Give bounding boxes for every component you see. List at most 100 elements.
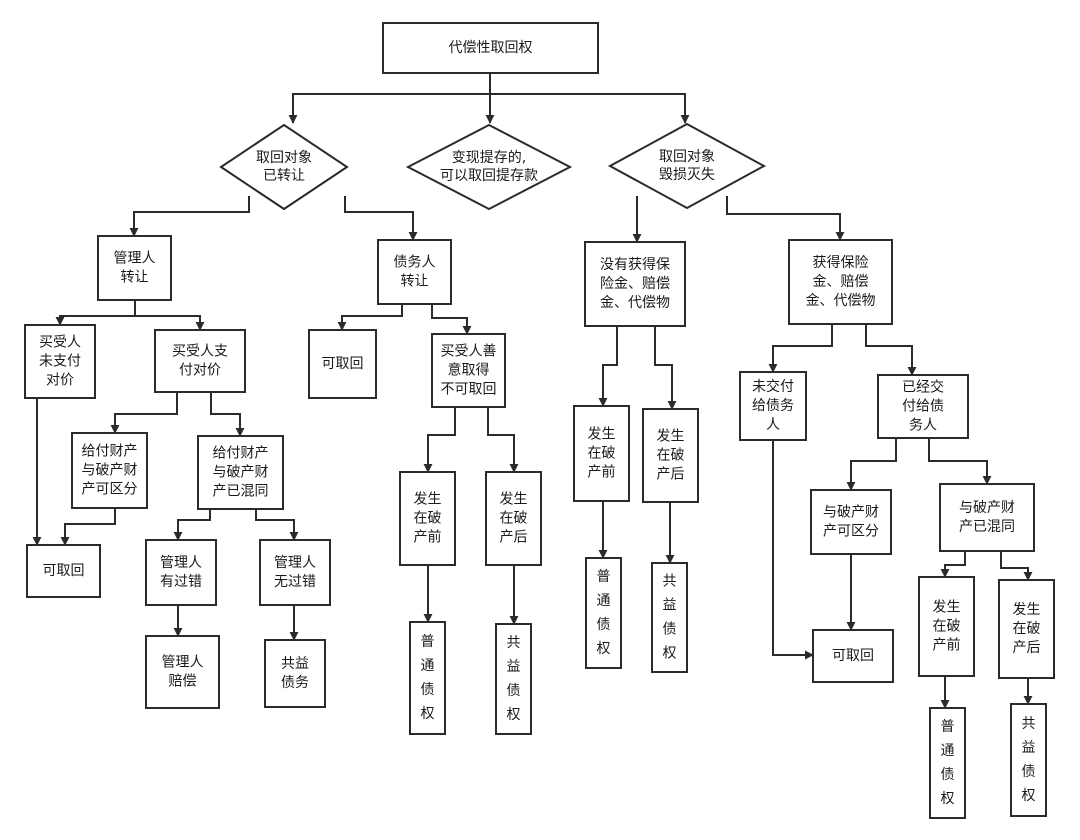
node-box <box>71 432 148 509</box>
decision-diamond <box>219 123 349 211</box>
decision-diamond <box>405 123 573 211</box>
node-label: 对价 <box>46 373 74 389</box>
node-label: 共益 <box>281 656 309 672</box>
connector-arrow-12 <box>173 509 211 541</box>
node-label: 管理人 <box>160 555 202 571</box>
node-label: 买受人支 <box>172 344 228 360</box>
node-label: 产前 <box>588 464 616 481</box>
node-label: 与破产财 <box>82 463 138 479</box>
connector-arrow-11 <box>60 508 116 546</box>
node-label: 意取得 <box>448 362 490 379</box>
node-box <box>651 562 688 673</box>
connector-arrow-18 <box>423 407 456 473</box>
node-label: 已转让 <box>263 168 305 184</box>
node-label: 产可区分 <box>82 482 138 498</box>
node-label: 产已混同 <box>959 519 1015 535</box>
connector-arrow-19 <box>487 407 519 473</box>
node-label: 权 <box>1022 788 1036 804</box>
connector-arrow-17 <box>431 304 472 335</box>
node-box <box>584 241 686 327</box>
node-label: 益 <box>1022 740 1036 756</box>
node-box <box>26 544 101 598</box>
node-label: 已经交 <box>902 379 944 396</box>
node-box <box>929 707 966 819</box>
node-label: 在破 <box>588 446 616 462</box>
node-label: 发生 <box>500 492 528 508</box>
connector-arrow-5 <box>344 196 418 241</box>
node-label: 在破 <box>657 448 685 464</box>
node-label: 代偿性取回权 <box>449 40 533 56</box>
node-label: 权 <box>663 646 677 662</box>
node-label: 金、代偿物 <box>806 293 876 309</box>
node-label: 转让 <box>121 270 149 286</box>
node-label: 权 <box>597 641 611 657</box>
node-box <box>409 621 446 735</box>
node-label: 权 <box>941 791 955 807</box>
node-box <box>877 374 969 439</box>
node-box <box>264 639 326 708</box>
node-label: 与破产财 <box>959 500 1015 516</box>
node-label: 取回对象 <box>256 150 312 166</box>
connector-arrow-28 <box>768 324 833 373</box>
node-box <box>788 239 893 325</box>
node-label: 发生 <box>588 427 616 443</box>
node-label: 产后 <box>500 530 528 546</box>
connector-arrow-31 <box>928 438 992 485</box>
connector-arrow-16 <box>337 304 403 331</box>
connector-arrow-34 <box>940 551 966 578</box>
node-box <box>812 629 894 683</box>
connector-arrow-3 <box>490 93 690 124</box>
node-label: 可取回 <box>322 356 364 372</box>
node-box <box>573 405 630 502</box>
node-label: 险金、赔偿 <box>600 276 670 292</box>
node-label: 金、代偿物 <box>600 295 670 311</box>
node-label: 共 <box>1022 716 1036 732</box>
node-n_kqh1: 可取回 <box>26 544 101 598</box>
node-label: 发生 <box>657 429 685 445</box>
node-label: 付对价 <box>179 363 221 379</box>
decision-d2: 变现提存的,可以取回提存款 <box>405 123 573 211</box>
connector-arrow-6 <box>55 300 136 326</box>
node-label: 与破产财 <box>213 465 269 481</box>
connector-arrow-4 <box>129 196 250 237</box>
node-label: 未支付 <box>39 354 81 370</box>
node-label: 买受人 <box>39 335 81 351</box>
node-label: 给付财产 <box>213 446 269 462</box>
connector-arrow-30 <box>846 438 897 491</box>
node-label: 发生 <box>414 492 442 508</box>
connector-arrow-7 <box>134 300 205 331</box>
decision-diamond <box>607 122 767 210</box>
node-label: 债 <box>421 682 435 698</box>
node-label: 可取回 <box>832 648 874 664</box>
node-label: 产可区分 <box>823 524 879 540</box>
node-label: 通 <box>941 743 955 759</box>
connector-arrow-13 <box>255 509 299 541</box>
connector-arrow-32 <box>772 440 814 660</box>
connector-arrow-25 <box>654 326 677 410</box>
node-box <box>382 22 599 74</box>
connector-arrow-23 <box>726 196 845 241</box>
node-label: 管理人 <box>114 251 156 267</box>
node-box <box>810 489 892 555</box>
node-label: 债 <box>663 622 677 638</box>
node-label: 取回对象 <box>659 149 715 165</box>
